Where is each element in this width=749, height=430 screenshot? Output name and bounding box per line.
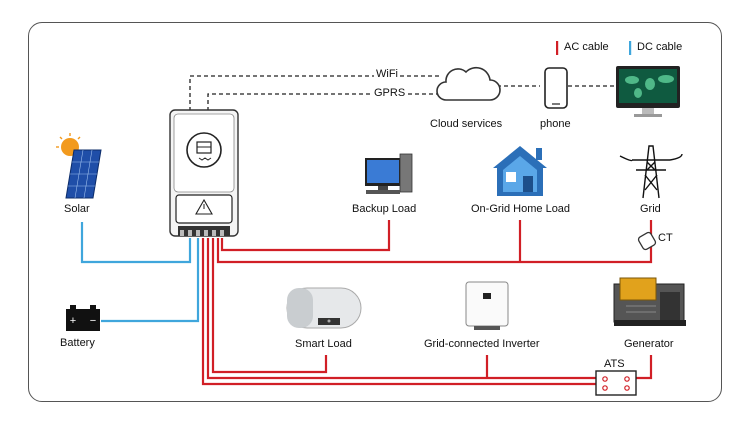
dc-cable-legend-label: DC cable: [637, 41, 683, 53]
battery-dc-cable: [101, 238, 200, 323]
battery-plus-sign: +: [70, 315, 76, 327]
solar-label: Solar: [64, 203, 90, 215]
smart-load-ac-cable: [211, 238, 328, 374]
ats-label: ATS: [604, 358, 625, 370]
wifi-line: [189, 75, 440, 118]
grid-inverter-icon: [465, 281, 509, 330]
wifi-label: WiFi: [374, 68, 400, 80]
generator-label: Generator: [624, 338, 674, 350]
generator-ac-cable: [630, 355, 653, 380]
grid-label: Grid: [640, 203, 661, 215]
home-icon: [493, 146, 547, 196]
ac-cables: [201, 220, 653, 386]
solar-panel-icon: [56, 133, 102, 199]
water-heater-icon: [286, 287, 362, 329]
ats-switch: [595, 370, 637, 396]
hybrid-inverter-icon: [169, 109, 239, 237]
dc-cables: [80, 222, 200, 323]
smart-load-label: Smart Load: [295, 338, 352, 350]
monitor-icon: [616, 66, 680, 117]
ac-cable-legend-label: AC cable: [564, 41, 609, 53]
desktop-computer-icon: [365, 153, 413, 194]
smart-gen-ac-cable-2: [206, 238, 598, 380]
ct-label: CT: [658, 232, 673, 244]
cloud-services-label: Cloud services: [430, 118, 503, 130]
backup-load-label: Backup Load: [352, 203, 417, 215]
solar-dc-cable: [80, 222, 192, 264]
battery-icon: + −: [66, 305, 100, 331]
ac-legend-marker: [556, 41, 559, 55]
battery-label: Battery: [60, 337, 95, 349]
gprs-label: GPRS: [372, 87, 408, 99]
grid-ac-cable: [216, 220, 653, 264]
battery-minus-sign: −: [90, 315, 96, 327]
grid-inverter-label: Grid-connected Inverter: [424, 338, 540, 350]
diagram-frame: [28, 22, 722, 402]
dc-legend-marker: [629, 41, 632, 55]
ongrid-home-load-label: On-Grid Home Load: [471, 203, 571, 215]
phone-label: phone: [540, 118, 571, 130]
generator-icon: [613, 277, 686, 326]
backup-ac-cable: [220, 220, 391, 252]
smart-gen-ac-cable-1: [201, 238, 598, 386]
ct-clamp-icon: [637, 231, 657, 251]
phone-icon: [544, 67, 568, 109]
power-pylon-icon: [619, 145, 683, 199]
cloud-icon: [436, 66, 501, 101]
